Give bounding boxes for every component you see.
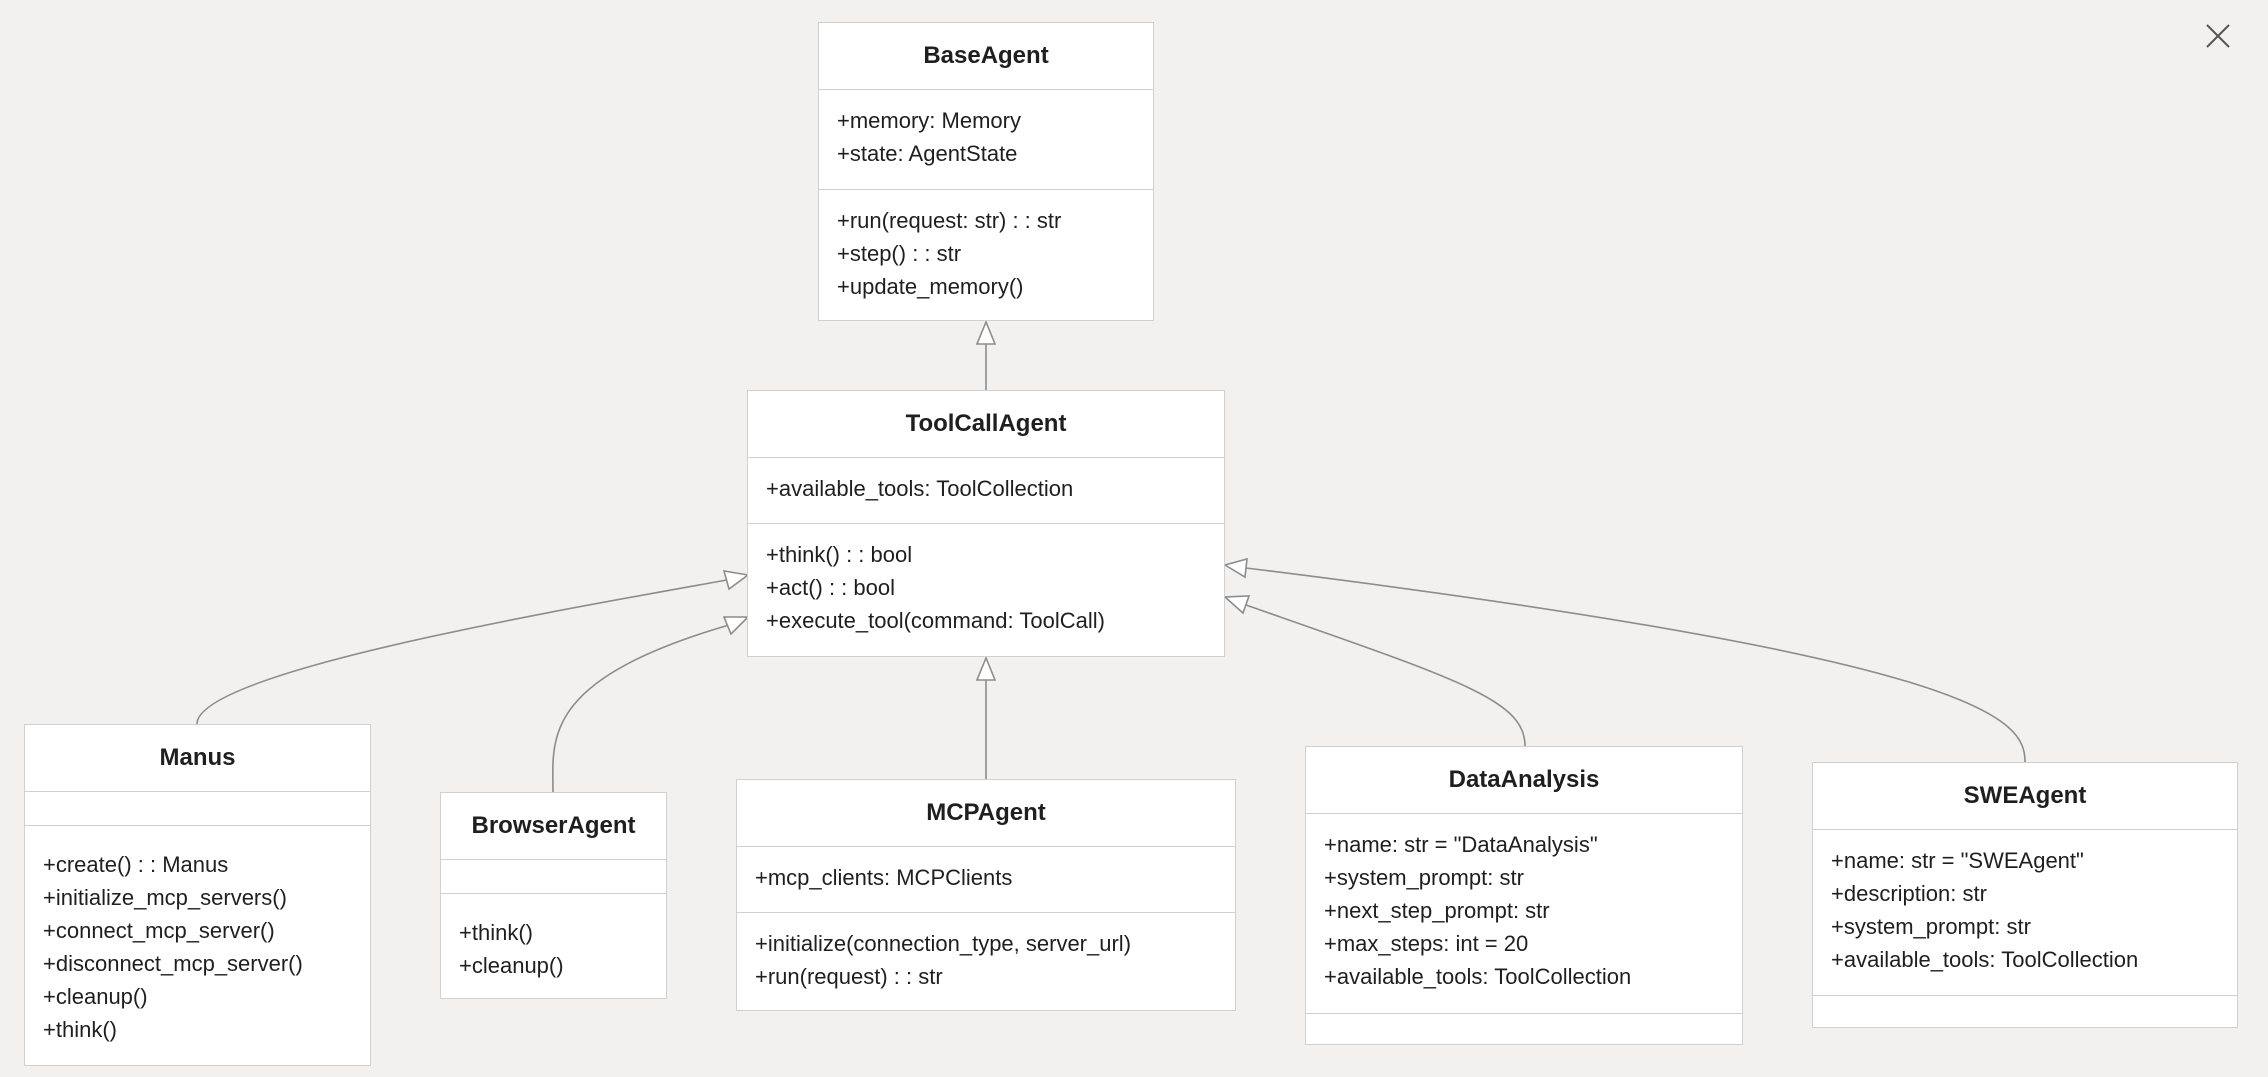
attribute: +system_prompt: str: [1831, 914, 2031, 939]
attribute: +available_tools: ToolCollection: [1831, 947, 2139, 972]
attribute: +name: str = "SWEAgent": [1831, 848, 2084, 873]
attribute: +system_prompt: str: [1324, 865, 1524, 890]
class-baseagent[interactable]: BaseAgent +memory: Memory +state: AgentS…: [818, 22, 1154, 321]
method: +act() : : bool: [766, 575, 896, 600]
method: +think(): [43, 1017, 117, 1042]
method: +create() : : Manus: [43, 852, 229, 877]
close-button[interactable]: [2200, 18, 2236, 54]
edge-sweagent-toolcallagent: [1245, 567, 2026, 763]
methods-section: +initialize(connection_type, server_url)…: [737, 913, 1235, 1005]
methods-section: +run(request: str) : : str +step() : : s…: [819, 190, 1153, 315]
attributes-section: [441, 860, 666, 894]
arrowhead-dataanalysis: [1222, 595, 1251, 615]
attribute: +name: str = "DataAnalysis": [1324, 832, 1598, 857]
method: +think() : : bool: [766, 542, 913, 567]
edge-browseragent-toolcallagent: [552, 624, 730, 793]
method: +run(request) : : str: [755, 964, 943, 989]
class-name: MCPAgent: [737, 780, 1235, 847]
method: +initialize_mcp_servers(): [43, 885, 287, 910]
attributes-section: +memory: Memory +state: AgentState: [819, 90, 1153, 190]
methods-section: +think() +cleanup(): [441, 894, 666, 994]
class-name: ToolCallAgent: [748, 391, 1224, 458]
method: +step() : : str: [837, 241, 962, 266]
method: +think(): [459, 920, 533, 945]
class-manus[interactable]: Manus +create() : : Manus +initialize_mc…: [24, 724, 371, 1066]
method: +run(request: str) : : str: [837, 208, 1062, 233]
arrowhead-baseagent: [975, 319, 997, 345]
method: +cleanup(): [459, 953, 564, 978]
attribute: +available_tools: ToolCollection: [766, 476, 1074, 501]
class-name: BrowserAgent: [441, 793, 666, 860]
methods-section: +create() : : Manus +initialize_mcp_serv…: [25, 826, 370, 1058]
arrowhead-manus: [722, 570, 750, 591]
methods-section: +think() : : bool +act() : : bool +execu…: [748, 524, 1224, 649]
class-dataanalysis[interactable]: DataAnalysis +name: str = "DataAnalysis"…: [1305, 746, 1743, 1045]
class-toolcallagent[interactable]: ToolCallAgent +available_tools: ToolColl…: [747, 390, 1225, 657]
attributes-section: [25, 792, 370, 826]
attribute: +memory: Memory: [837, 108, 1021, 133]
method: +connect_mcp_server(): [43, 918, 275, 943]
method: +disconnect_mcp_server(): [43, 951, 303, 976]
attributes-section: +name: str = "SWEAgent" +description: st…: [1813, 830, 2237, 996]
class-name: Manus: [25, 725, 370, 792]
attribute: +description: str: [1831, 881, 1987, 906]
class-browseragent[interactable]: BrowserAgent +think() +cleanup(): [440, 792, 667, 999]
close-icon: [2206, 24, 2230, 48]
attribute: +available_tools: ToolCollection: [1324, 964, 1632, 989]
class-sweagent[interactable]: SWEAgent +name: str = "SWEAgent" +descri…: [1812, 762, 2238, 1028]
attribute: +state: AgentState: [837, 141, 1018, 166]
edge-manus-toolcallagent: [196, 579, 728, 725]
attributes-section: +mcp_clients: MCPClients: [737, 847, 1235, 913]
attribute: +max_steps: int = 20: [1324, 931, 1529, 956]
arrowhead-mcpagent: [975, 655, 997, 681]
class-mcpagent[interactable]: MCPAgent +mcp_clients: MCPClients +initi…: [736, 779, 1236, 1011]
class-name: BaseAgent: [819, 23, 1153, 90]
method: +execute_tool(command: ToolCall): [766, 608, 1105, 633]
method: +update_memory(): [837, 274, 1024, 299]
arrowhead-browseragent: [722, 616, 750, 636]
attribute: +mcp_clients: MCPClients: [755, 865, 1013, 890]
edge-dataanalysis-toolcallagent: [1245, 604, 1526, 747]
attributes-section: +available_tools: ToolCollection: [748, 458, 1224, 524]
attributes-section: +name: str = "DataAnalysis" +system_prom…: [1306, 814, 1742, 1014]
class-name: SWEAgent: [1813, 763, 2237, 830]
class-name: DataAnalysis: [1306, 747, 1742, 814]
methods-section: [1813, 996, 2237, 1026]
method: +cleanup(): [43, 984, 148, 1009]
method: +initialize(connection_type, server_url): [755, 931, 1132, 956]
attribute: +next_step_prompt: str: [1324, 898, 1550, 923]
arrowhead-sweagent: [1222, 557, 1248, 579]
methods-section: [1306, 1014, 1742, 1044]
